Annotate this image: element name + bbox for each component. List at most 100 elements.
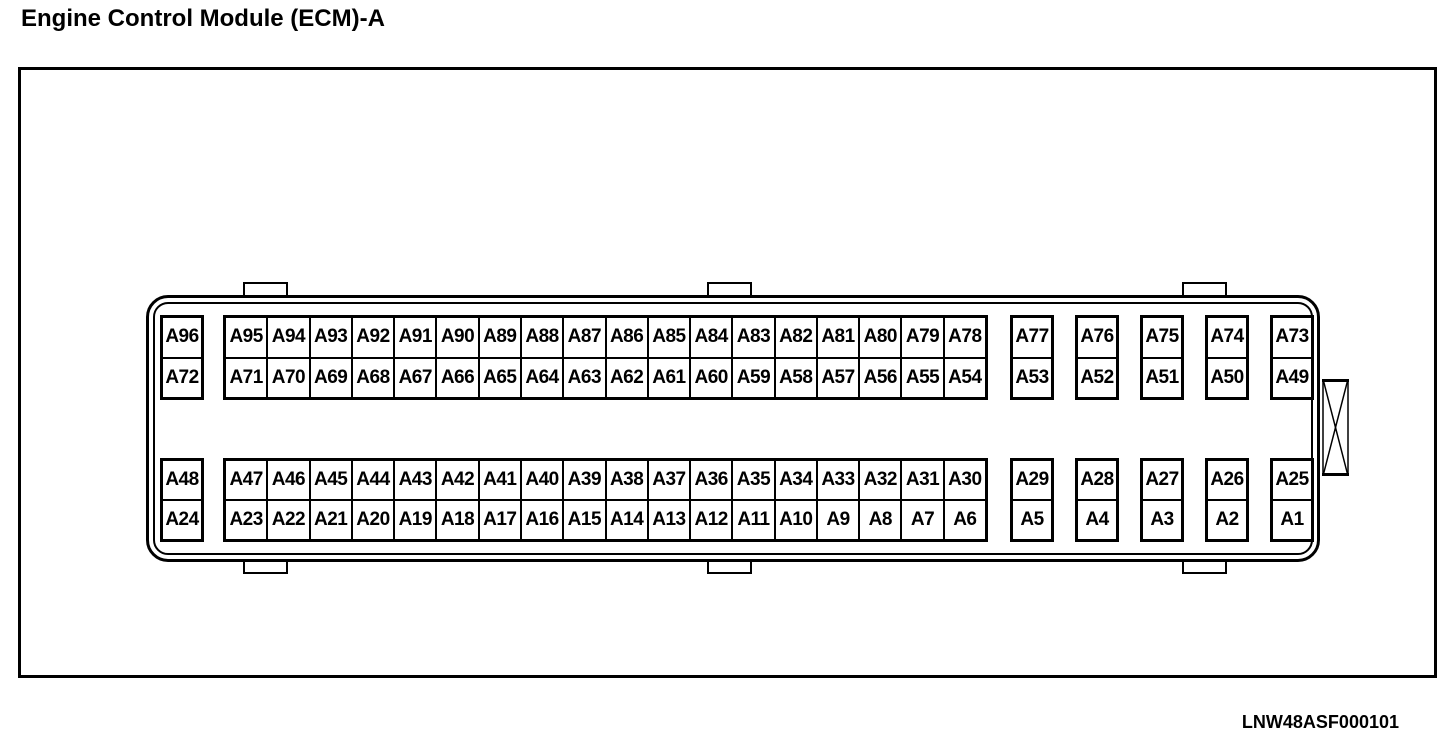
connector-inner-line — [153, 302, 1313, 555]
pin-a88: A88 — [521, 318, 563, 357]
pin-a36: A36 — [691, 461, 732, 499]
pin-a68: A68 — [352, 358, 394, 397]
pin-a34: A34 — [775, 461, 816, 499]
pin-a53: A53 — [1013, 358, 1051, 397]
pin-a73: A73 — [1273, 318, 1311, 357]
pin-a81: A81 — [817, 318, 859, 357]
pin-a21: A21 — [310, 501, 351, 539]
pin-a27: A27 — [1143, 461, 1181, 499]
pin-a90: A90 — [437, 318, 478, 357]
pin-a23: A23 — [226, 501, 267, 539]
pin-a72: A72 — [163, 358, 201, 397]
pin-a77: A77 — [1013, 318, 1051, 357]
pin-a79: A79 — [902, 318, 943, 357]
pin-a35: A35 — [733, 461, 774, 499]
pin-a54: A54 — [944, 358, 985, 397]
pin-a69: A69 — [310, 358, 351, 397]
pin-a59: A59 — [733, 358, 774, 397]
pin-a40: A40 — [521, 461, 563, 499]
pin-a92: A92 — [352, 318, 394, 357]
pin-a18: A18 — [437, 501, 478, 539]
pin-a19: A19 — [395, 501, 436, 539]
pin-a62: A62 — [606, 358, 647, 397]
pin-a47: A47 — [226, 461, 267, 499]
pin-a33: A33 — [817, 461, 859, 499]
pin-a76: A76 — [1078, 318, 1116, 357]
pin-a28: A28 — [1078, 461, 1116, 499]
pin-a60: A60 — [691, 358, 732, 397]
pin-a78: A78 — [944, 318, 985, 357]
pin-a83: A83 — [733, 318, 774, 357]
pin-a52: A52 — [1078, 358, 1116, 397]
pin-a11: A11 — [733, 501, 774, 539]
pin-a22: A22 — [268, 501, 309, 539]
pin-a71: A71 — [226, 358, 267, 397]
pin-a82: A82 — [775, 318, 816, 357]
pin-a29: A29 — [1013, 461, 1051, 499]
pin-a49: A49 — [1273, 358, 1311, 397]
pin-a48: A48 — [163, 461, 201, 499]
pin-a5: A5 — [1013, 501, 1051, 539]
pin-a39: A39 — [564, 461, 605, 499]
pin-a65: A65 — [479, 358, 520, 397]
pin-a17: A17 — [479, 501, 520, 539]
pin-a43: A43 — [395, 461, 436, 499]
pin-a20: A20 — [352, 501, 394, 539]
pin-a93: A93 — [310, 318, 351, 357]
pin-a63: A63 — [564, 358, 605, 397]
pin-a2: A2 — [1208, 501, 1246, 539]
pin-a75: A75 — [1143, 318, 1181, 357]
pin-a94: A94 — [268, 318, 309, 357]
pin-a80: A80 — [860, 318, 901, 357]
pin-a9: A9 — [817, 501, 859, 539]
pin-a3: A3 — [1143, 501, 1181, 539]
pin-a89: A89 — [479, 318, 520, 357]
page-title: Engine Control Module (ECM)-A — [21, 5, 385, 32]
pin-a87: A87 — [564, 318, 605, 357]
pin-a30: A30 — [944, 461, 985, 499]
pin-a31: A31 — [902, 461, 943, 499]
pin-a84: A84 — [691, 318, 732, 357]
pin-a70: A70 — [268, 358, 309, 397]
connector-key-icon — [1322, 379, 1349, 476]
pin-a96: A96 — [163, 318, 201, 357]
pin-a13: A13 — [648, 501, 690, 539]
connector-mount-tab-bottom-left — [243, 560, 288, 574]
pin-a64: A64 — [521, 358, 563, 397]
pin-a6: A6 — [944, 501, 985, 539]
pin-a67: A67 — [395, 358, 436, 397]
pin-a8: A8 — [860, 501, 901, 539]
pin-a16: A16 — [521, 501, 563, 539]
connector-mount-tab-bottom-right — [1182, 560, 1227, 574]
pin-a42: A42 — [437, 461, 478, 499]
pin-a4: A4 — [1078, 501, 1116, 539]
pin-a86: A86 — [606, 318, 647, 357]
pin-a55: A55 — [902, 358, 943, 397]
pin-a12: A12 — [691, 501, 732, 539]
pin-a56: A56 — [860, 358, 901, 397]
pin-a57: A57 — [817, 358, 859, 397]
figure-code: LNW48ASF000101 — [1241, 712, 1399, 732]
pin-a74: A74 — [1208, 318, 1246, 357]
pin-a25: A25 — [1273, 461, 1311, 499]
pin-a45: A45 — [310, 461, 351, 499]
pin-a10: A10 — [775, 501, 816, 539]
pin-a46: A46 — [268, 461, 309, 499]
pin-a37: A37 — [648, 461, 690, 499]
pin-a58: A58 — [775, 358, 816, 397]
pin-a91: A91 — [395, 318, 436, 357]
